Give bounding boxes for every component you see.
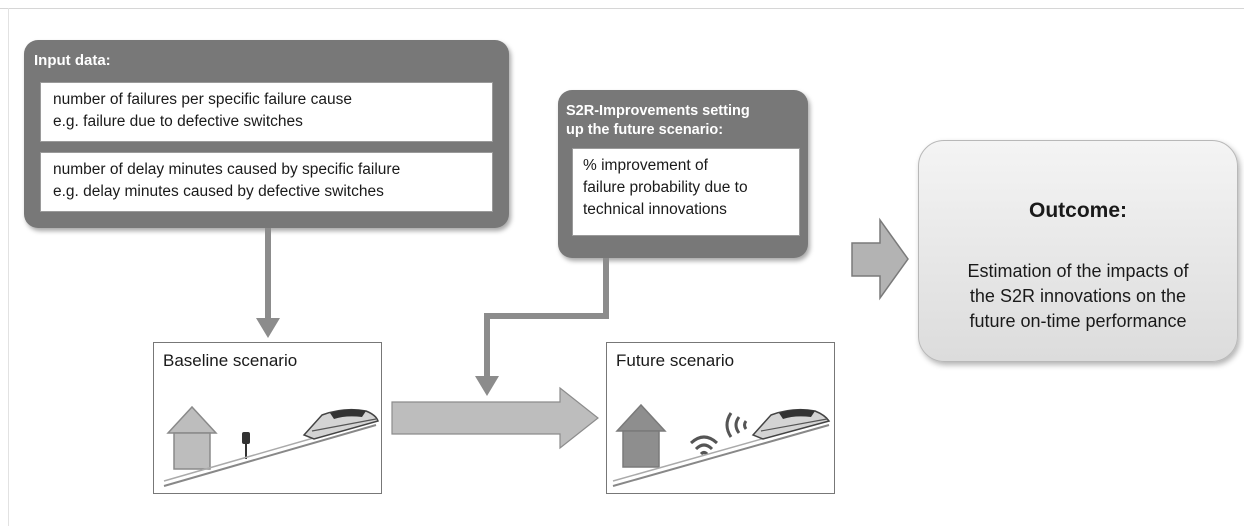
frame-top-border [0, 8, 1244, 9]
s2r-title-line1: S2R-Improvements setting [566, 103, 750, 119]
train-icon [302, 408, 379, 440]
outcome-line3: future on-time performance [969, 311, 1187, 331]
baseline-scenario-label: Baseline scenario [163, 351, 298, 370]
s2r-improvements-panel: S2R-Improvements setting up the future s… [558, 90, 808, 258]
improvement-box: % improvement of failure probability due… [572, 148, 800, 236]
s2r-improvements-title: S2R-Improvements setting up the future s… [566, 102, 750, 140]
house-icon [166, 405, 218, 470]
wireless-signal-icon [689, 435, 719, 456]
s2r-title-line2: up the future scenario: [566, 122, 724, 138]
outcome-line2: the S2R innovations on the [969, 286, 1187, 306]
improvement-line1: % improvement of [583, 157, 708, 174]
outcome-text: Estimation of the impacts of the S2R inn… [919, 259, 1237, 334]
future-scene-illustration [612, 403, 831, 487]
future-scenario-label: Future scenario [616, 351, 735, 370]
improvement-line2: failure probability due to [583, 179, 748, 196]
baseline-scene-illustration [163, 405, 379, 487]
failures-count-example: e.g. failure due to defective switches [53, 113, 303, 130]
baseline-scenario-box: Baseline scenario [153, 342, 382, 494]
delay-minutes-text: number of delay minutes caused by specif… [53, 161, 401, 178]
outcome-box: Outcome: Estimation of the impacts of th… [918, 140, 1238, 362]
arrow-input-to-baseline [256, 228, 280, 338]
outcome-line1: Estimation of the impacts of [967, 261, 1189, 281]
input-data-panel: Input data: number of failures per speci… [24, 40, 509, 228]
arrow-baseline-to-future [391, 386, 599, 450]
arrow-s2r-to-scenario [475, 258, 609, 396]
future-scenario-box: Future scenario [606, 342, 835, 494]
train-icon [751, 408, 831, 440]
signal-icon [242, 432, 250, 459]
improvement-line3: technical innovations [583, 201, 727, 218]
outcome-title: Outcome: [1028, 199, 1127, 222]
delay-minutes-example: e.g. delay minutes caused by defective s… [53, 183, 384, 200]
frame-left-border [8, 8, 9, 526]
arrow-to-outcome [851, 217, 909, 301]
house-icon [615, 403, 667, 468]
input-data-title: Input data: [34, 52, 111, 69]
delay-minutes-box: number of delay minutes caused by specif… [40, 152, 493, 212]
failures-count-box: number of failures per specific failure … [40, 82, 493, 142]
failures-count-text: number of failures per specific failure … [53, 91, 352, 108]
wireless-signal-icon [725, 412, 748, 438]
